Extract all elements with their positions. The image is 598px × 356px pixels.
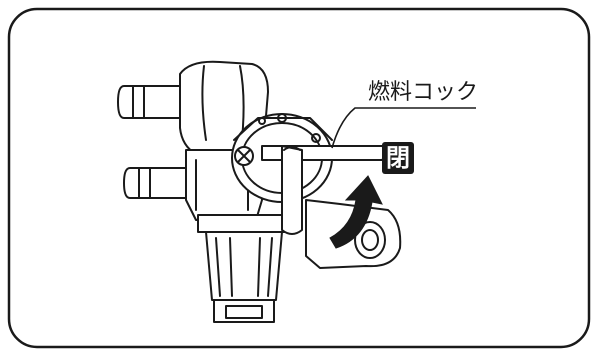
close-direction-badge: 閉 <box>382 142 414 174</box>
lower-hose-nipple <box>123 167 187 199</box>
rotation-arrow <box>329 175 383 249</box>
fuel-cock-label: 燃料コック <box>368 80 479 105</box>
screw-icon <box>234 146 254 166</box>
diagram-border <box>7 7 591 349</box>
filter-bowl <box>197 214 291 323</box>
fuel-cock-illustration <box>117 60 402 323</box>
callout-leader-line <box>331 107 476 149</box>
